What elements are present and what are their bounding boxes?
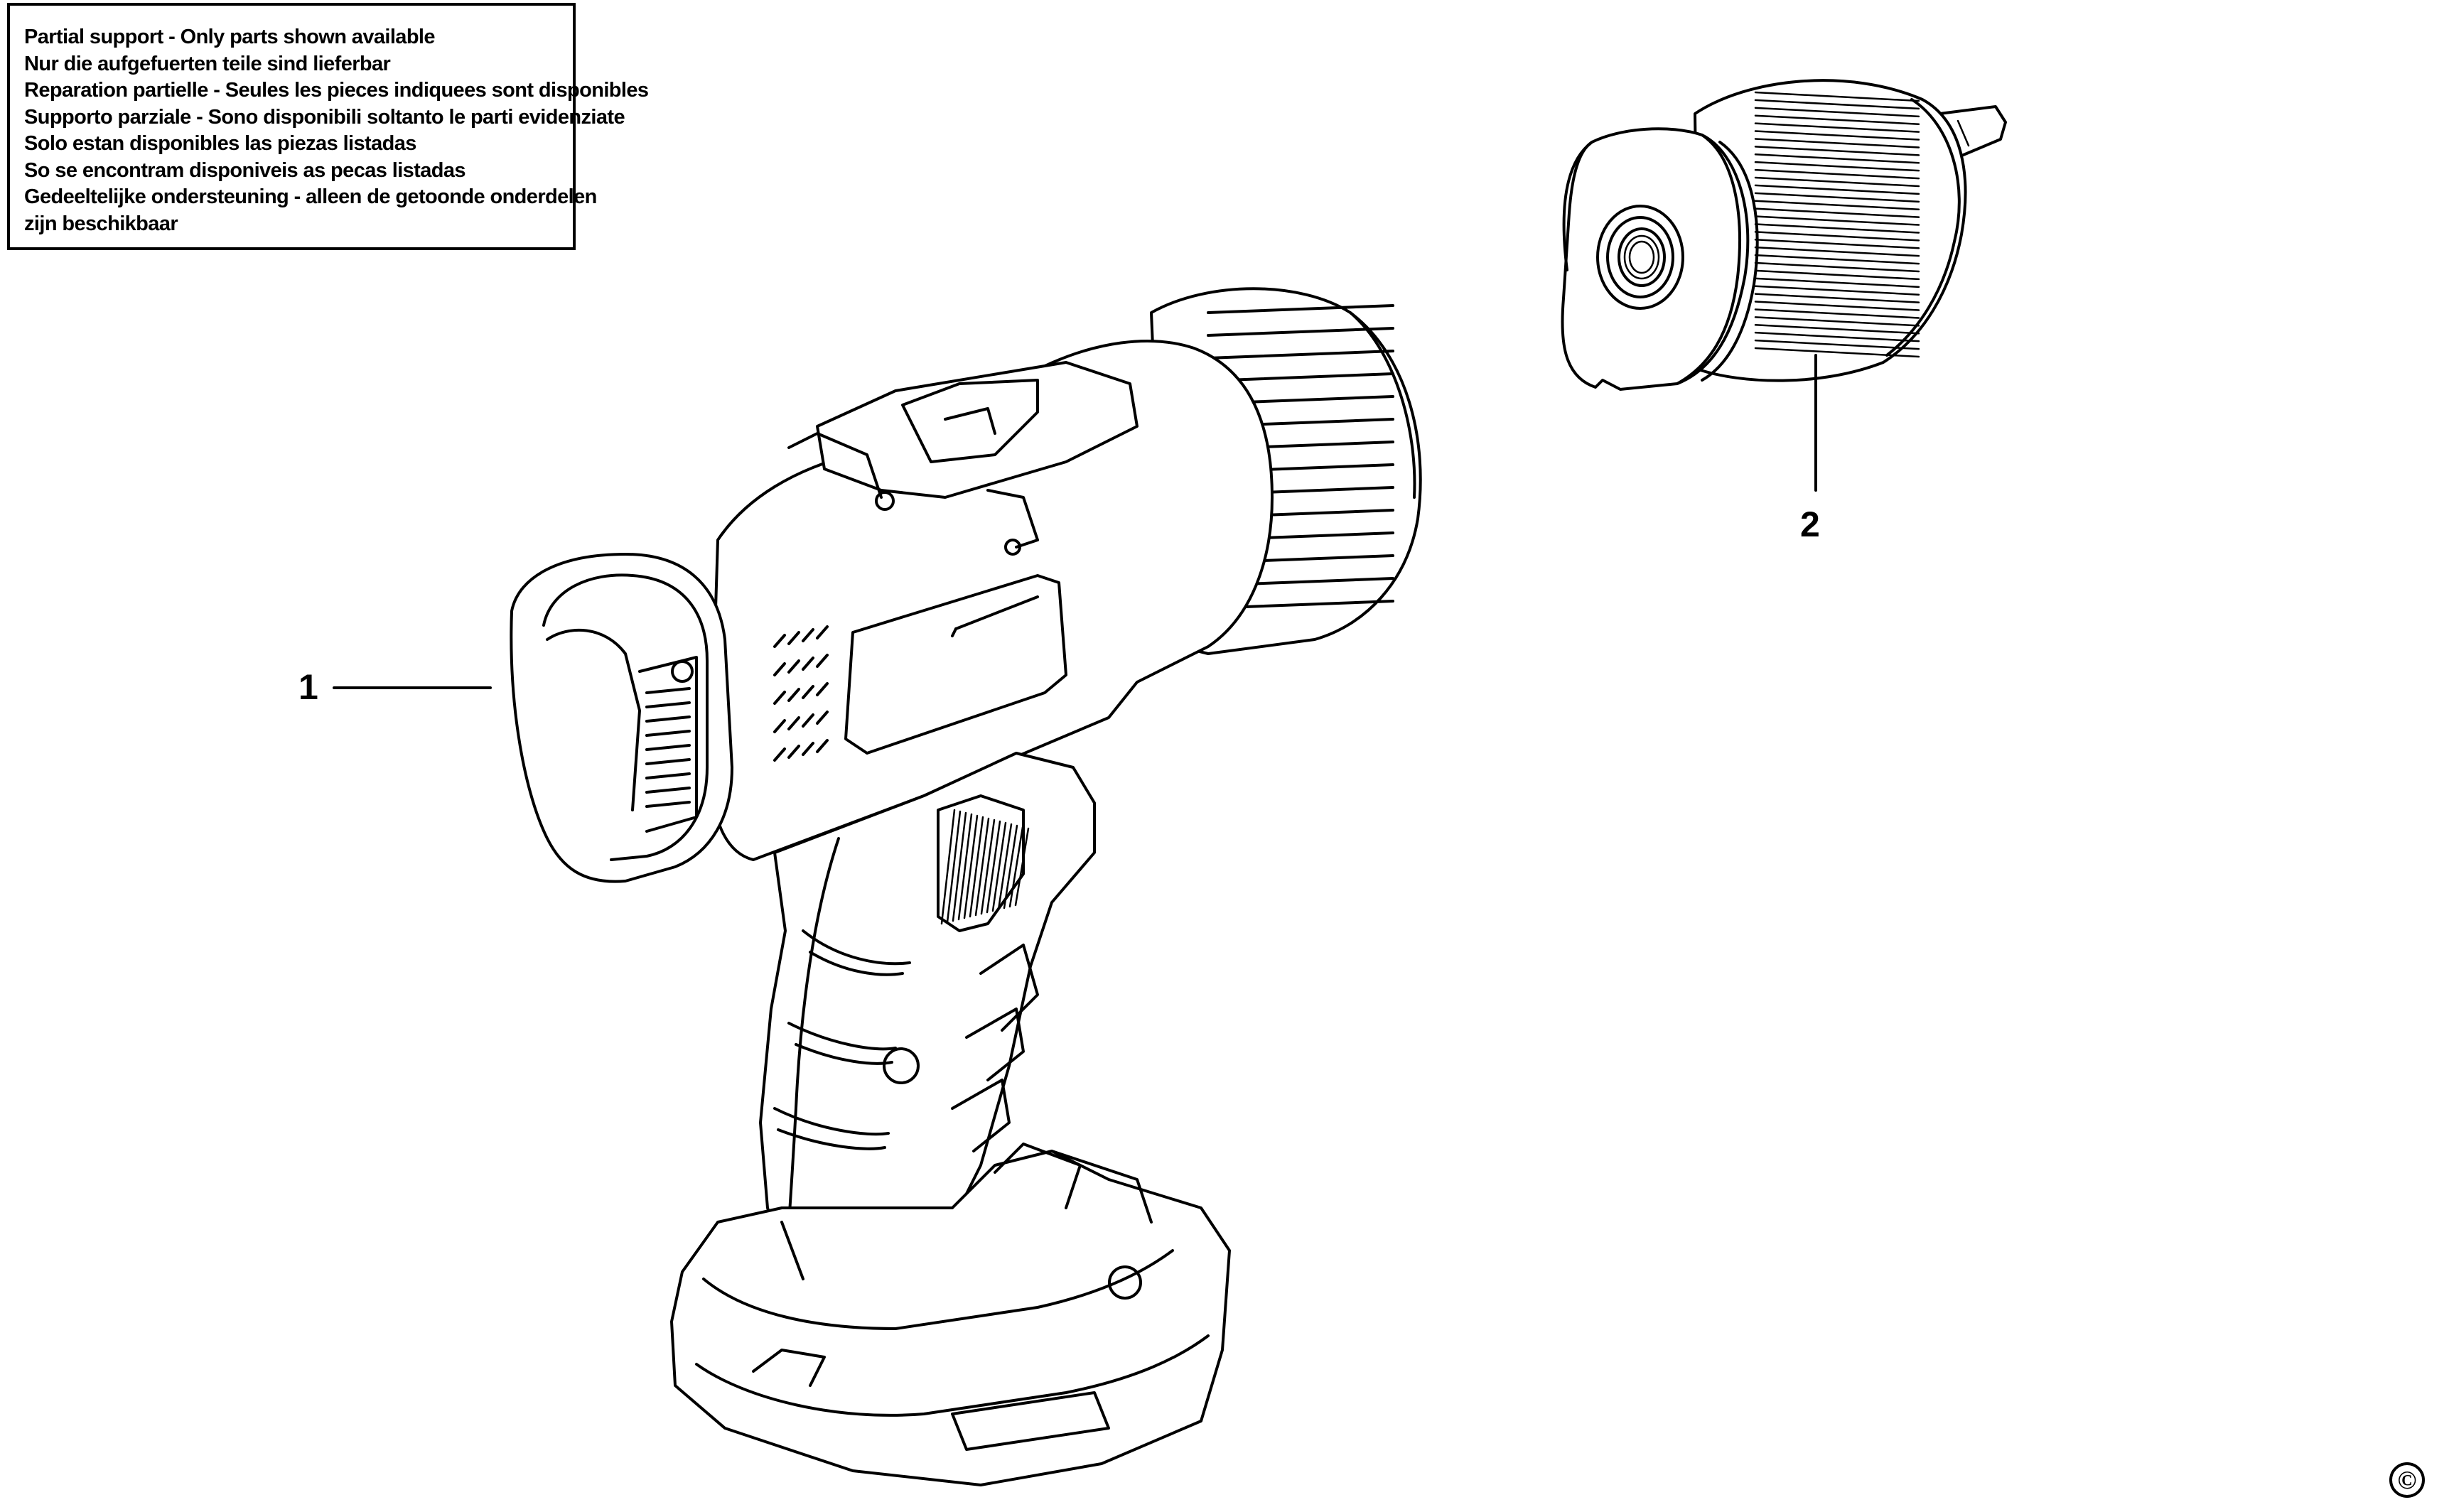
drawing-stroke	[963, 814, 979, 919]
drill-body-icon	[333, 287, 1422, 1486]
drawing-stroke	[645, 716, 691, 723]
drawing-stroke	[787, 631, 800, 645]
drawing-stroke	[1207, 327, 1394, 337]
drawing-stroke	[1754, 261, 1920, 273]
drawing-stroke	[1754, 277, 1920, 288]
drawing-stroke	[1008, 826, 1024, 908]
drawing-stroke	[957, 813, 973, 921]
notice-line: Supporto parziale - Sono disponibili sol…	[24, 105, 625, 129]
partial-support-notice: Partial support - Only parts shown avail…	[7, 3, 649, 250]
notice-line: Gedeeltelijke ondersteuning - alleen de …	[24, 185, 597, 208]
drawing-stroke	[1754, 223, 1920, 234]
drawing-stroke	[991, 821, 1007, 912]
drawing-stroke	[1754, 161, 1920, 172]
drawing-stroke	[1754, 184, 1920, 195]
drawing-stroke	[1754, 153, 1920, 164]
drawing-stroke	[816, 682, 829, 696]
drawing-stroke	[802, 628, 814, 642]
drawing-stroke	[816, 739, 829, 753]
drawing-stroke	[773, 634, 786, 648]
drawing-stroke	[787, 716, 800, 730]
drawing-stroke	[1754, 285, 1920, 296]
drawing-stroke	[1754, 308, 1920, 319]
drawing-stroke	[1754, 246, 1920, 257]
drawing-stroke	[1754, 192, 1920, 203]
drawing-stroke	[1003, 824, 1018, 909]
notice-line: Partial support - Only parts shown avail…	[24, 26, 436, 48]
drawing-stroke	[645, 758, 691, 765]
drawing-stroke	[816, 625, 829, 639]
drawing-stroke	[1207, 304, 1394, 314]
drawing-stroke	[1754, 176, 1920, 188]
notice-line: Solo estan disponibles las piezas listad…	[24, 132, 416, 155]
drawing-stroke	[773, 691, 786, 705]
drawing-stroke	[645, 730, 691, 737]
drawing-stroke	[940, 809, 956, 925]
drawing-stroke	[1754, 200, 1920, 210]
drawing-stroke	[645, 744, 691, 751]
drawing-stroke	[946, 810, 962, 924]
drawing-stroke	[1754, 301, 1920, 311]
drawing-stroke	[1754, 254, 1920, 265]
notice-line: Nur die aufgefuerten teile sind lieferba…	[24, 52, 391, 75]
drawing-stroke	[1014, 827, 1030, 907]
drawing-stroke	[645, 701, 691, 708]
drawing-stroke	[1754, 239, 1920, 249]
drawing-stroke	[1754, 122, 1920, 133]
drawing-stroke	[1754, 331, 1920, 342]
drawing-stroke	[816, 654, 829, 668]
drawing-stroke	[1754, 347, 1920, 358]
drawing-stroke	[997, 823, 1013, 911]
drawing-stroke	[1754, 99, 1920, 110]
drawing-stroke	[802, 657, 814, 671]
drawing-stroke	[1754, 339, 1920, 350]
drawing-stroke	[974, 817, 990, 917]
drawing-stroke	[969, 816, 984, 918]
drawing-stroke	[1754, 91, 1920, 102]
drawing-stroke	[802, 742, 814, 756]
drawing-stroke	[986, 820, 1001, 914]
copyright-icon: ©	[2389, 1462, 2425, 1498]
drawing-stroke	[645, 687, 691, 694]
drawing-stroke	[802, 685, 814, 699]
drawing-stroke	[1754, 168, 1920, 180]
drawing-stroke	[645, 801, 691, 808]
drawing-stroke	[645, 787, 691, 794]
drawing-stroke	[1754, 114, 1920, 125]
drawing-stroke	[1754, 107, 1920, 118]
drawing-stroke	[1754, 146, 1920, 156]
drawing-stroke	[787, 659, 800, 674]
drawing-stroke	[816, 711, 829, 725]
drawing-stroke	[1754, 293, 1920, 303]
drawing-stroke	[1754, 316, 1920, 327]
callout-number-1: 1	[298, 667, 318, 707]
drawing-stroke	[1207, 350, 1394, 360]
drawing-stroke	[1754, 215, 1920, 226]
callout-number-2: 2	[1800, 504, 1820, 544]
drawing-stroke	[1754, 231, 1920, 242]
drawing-stroke	[1754, 207, 1920, 218]
notice-line: zijn beschikbaar	[24, 212, 178, 235]
drawing-stroke	[1754, 130, 1920, 141]
drawing-stroke	[645, 772, 691, 779]
drawing-stroke	[952, 811, 967, 922]
drawing-stroke	[773, 662, 786, 676]
drawing-stroke	[787, 745, 800, 759]
drawing-stroke	[773, 719, 786, 733]
drawing-stroke	[773, 747, 786, 762]
notice-line: So se encontram disponiveis as pecas lis…	[24, 158, 466, 182]
drawing-stroke	[980, 819, 996, 915]
drawing-stroke	[1754, 324, 1920, 335]
notice-line: Reparation partielle - Seules les pieces…	[24, 79, 649, 102]
drawing-stroke	[787, 688, 800, 702]
drawing-stroke	[1754, 138, 1920, 148]
keyless-chuck-icon	[1561, 79, 2007, 492]
drawing-stroke	[1754, 269, 1920, 281]
drawing-stroke	[802, 713, 814, 728]
